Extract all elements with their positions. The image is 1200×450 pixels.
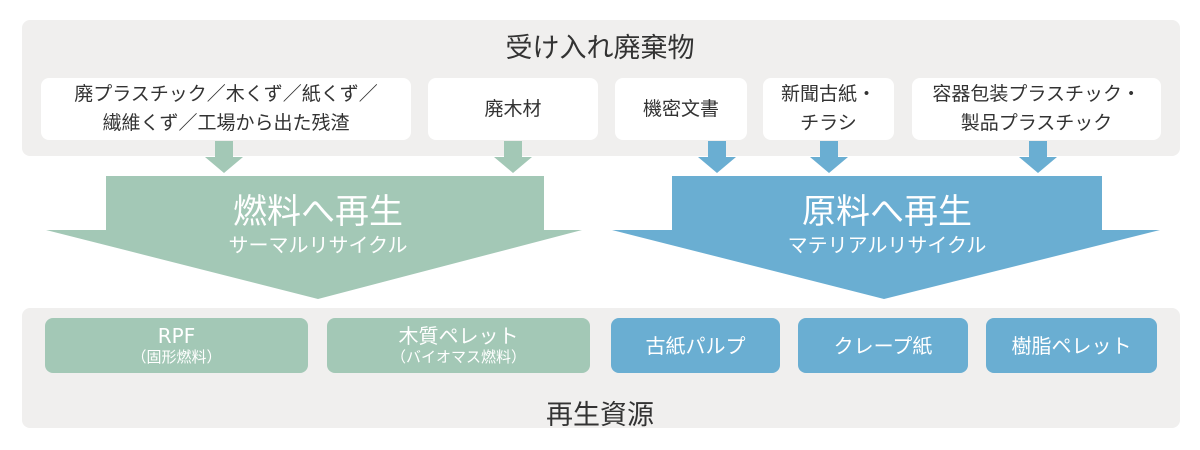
resource-rpf: RPF （固形燃料）: [45, 318, 308, 373]
resource-name: 古紙パルプ: [645, 333, 746, 358]
material-recycling-subtitle: マテリアルリサイクル: [787, 233, 987, 257]
waste-item-confidential-docs: 機密文書: [615, 78, 747, 140]
waste-item-wood: 廃木材: [428, 78, 598, 140]
arrow-newspaper-icon: [810, 141, 848, 173]
arrow-waste-wood-icon: [494, 141, 532, 173]
arrow-confidential-docs-icon: [698, 141, 736, 173]
resource-name: 樹脂ペレット: [1011, 333, 1132, 358]
resource-name: 木質ペレット: [398, 324, 519, 348]
waste-item-line: 容器包装プラスチック・: [932, 83, 1141, 105]
resource-note: （バイオマス燃料）: [390, 348, 526, 366]
waste-item-line: 廃木材: [484, 97, 542, 120]
resource-recycled-pulp: 古紙パルプ: [611, 318, 780, 373]
thermal-recycling-subtitle: サーマルリサイクル: [228, 233, 408, 257]
waste-item-mixed: 廃プラスチック／木くず／紙くず／ 繊維くず／工場から出た残渣: [41, 78, 411, 140]
waste-item-line: 機密文書: [642, 97, 719, 120]
waste-item-line: 新聞古紙・: [780, 83, 876, 105]
thermal-recycling-funnel: [46, 176, 582, 299]
thermal-recycling-label: 燃料へ再生 サーマルリサイクル: [158, 192, 478, 258]
waste-item-line: チラシ: [800, 112, 857, 134]
arrow-waste-mixed-icon: [205, 141, 243, 173]
waste-item-line: 製品プラスチック: [960, 112, 1113, 134]
waste-item-newspaper: 新聞古紙・ チラシ: [763, 78, 894, 140]
resource-name: RPF: [157, 324, 196, 348]
resource-note: （固形燃料）: [131, 348, 222, 366]
arrow-plastic-packaging-icon: [1019, 141, 1057, 173]
resource-name: クレープ紙: [833, 333, 933, 358]
material-recycling-funnel: [612, 176, 1160, 299]
waste-item-line: 廃プラスチック／木くず／紙くず／: [74, 83, 378, 105]
waste-item-plastics: 容器包装プラスチック・ 製品プラスチック: [912, 78, 1161, 140]
material-recycling-title: 原料へ再生: [802, 192, 972, 232]
thermal-recycling-title: 燃料へ再生: [233, 192, 403, 232]
resource-resin-pellet: 樹脂ペレット: [986, 318, 1157, 373]
resource-wood-pellet: 木質ペレット （バイオマス燃料）: [327, 318, 590, 373]
output-panel-title: 再生資源: [546, 400, 654, 431]
input-panel-title: 受け入れ廃棄物: [505, 33, 695, 64]
material-recycling-label: 原料へ再生 マテリアルリサイクル: [727, 192, 1047, 258]
resource-crepe-paper: クレープ紙: [798, 318, 968, 373]
waste-item-line: 繊維くず／工場から出た残渣: [102, 112, 350, 134]
